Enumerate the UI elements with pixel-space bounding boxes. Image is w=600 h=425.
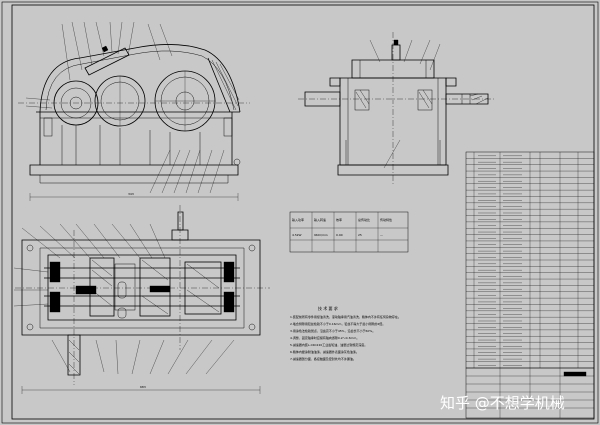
tech-req-line-2: 2.啮合侧隙用铅丝检验不小于0.16mm，铅丝不得大于最小侧隙的4倍。	[290, 321, 385, 326]
spec-v4: 25	[358, 233, 362, 237]
tech-req-line-6: 6.箱体内壁涂耐油油漆，减速器外表面涂灰色油漆。	[290, 349, 359, 354]
tech-req-line-1: 1.装配前所有零件用煤油清洗，滚动轴承用汽油清洗，箱体内不许有任何杂物存在。	[290, 314, 401, 319]
elev-overall-dim: 343	[128, 192, 134, 196]
spec-h4: 总传动比	[358, 217, 370, 222]
side-elevation-view	[298, 32, 495, 185]
spec-h5: 传动特性	[380, 217, 392, 222]
spec-table: 输入功率 输入转速 效率 总传动比 传动特性 4.5kW 960r/min 0.…	[289, 211, 409, 253]
spec-v1: 4.5kW	[292, 233, 302, 237]
plan-overall-dim: 683	[140, 385, 146, 389]
tech-req-line-5: 5.减速器内装L-CKC220工业齿轮油，油量达到规定深度。	[290, 342, 367, 347]
spec-v5: —	[380, 233, 383, 237]
watermark-text: 知乎 @不想学机械	[440, 394, 565, 412]
parts-list	[465, 151, 595, 369]
plan-view: 683	[13, 205, 270, 394]
technical-requirements: 技 术 要 求 1.装配前所有零件用煤油清洗，滚动轴承用汽油清洗，箱体内不许有任…	[290, 305, 401, 361]
spec-v2: 960r/min	[314, 233, 328, 237]
spec-v3: 0.90	[336, 233, 343, 237]
title-block	[465, 367, 595, 419]
spec-h3: 效率	[336, 217, 342, 222]
tech-req-title: 技 术 要 求	[318, 305, 338, 311]
tech-req-line-7: 7.减速器剖分面、各接触面及密封处均不许漏油。	[290, 356, 356, 361]
spec-h2: 输入转速	[314, 217, 326, 222]
front-elevation-view: 343	[18, 21, 250, 201]
tech-req-line-3: 3.用涂色法检验斑点，沿齿高不小于45%，沿齿长不小于60%。	[290, 328, 375, 333]
tech-req-line-4: 4.调整、固定轴承时应留有轴向游隙0.2～0.3mm。	[290, 335, 359, 340]
spec-h1: 输入功率	[292, 217, 304, 222]
